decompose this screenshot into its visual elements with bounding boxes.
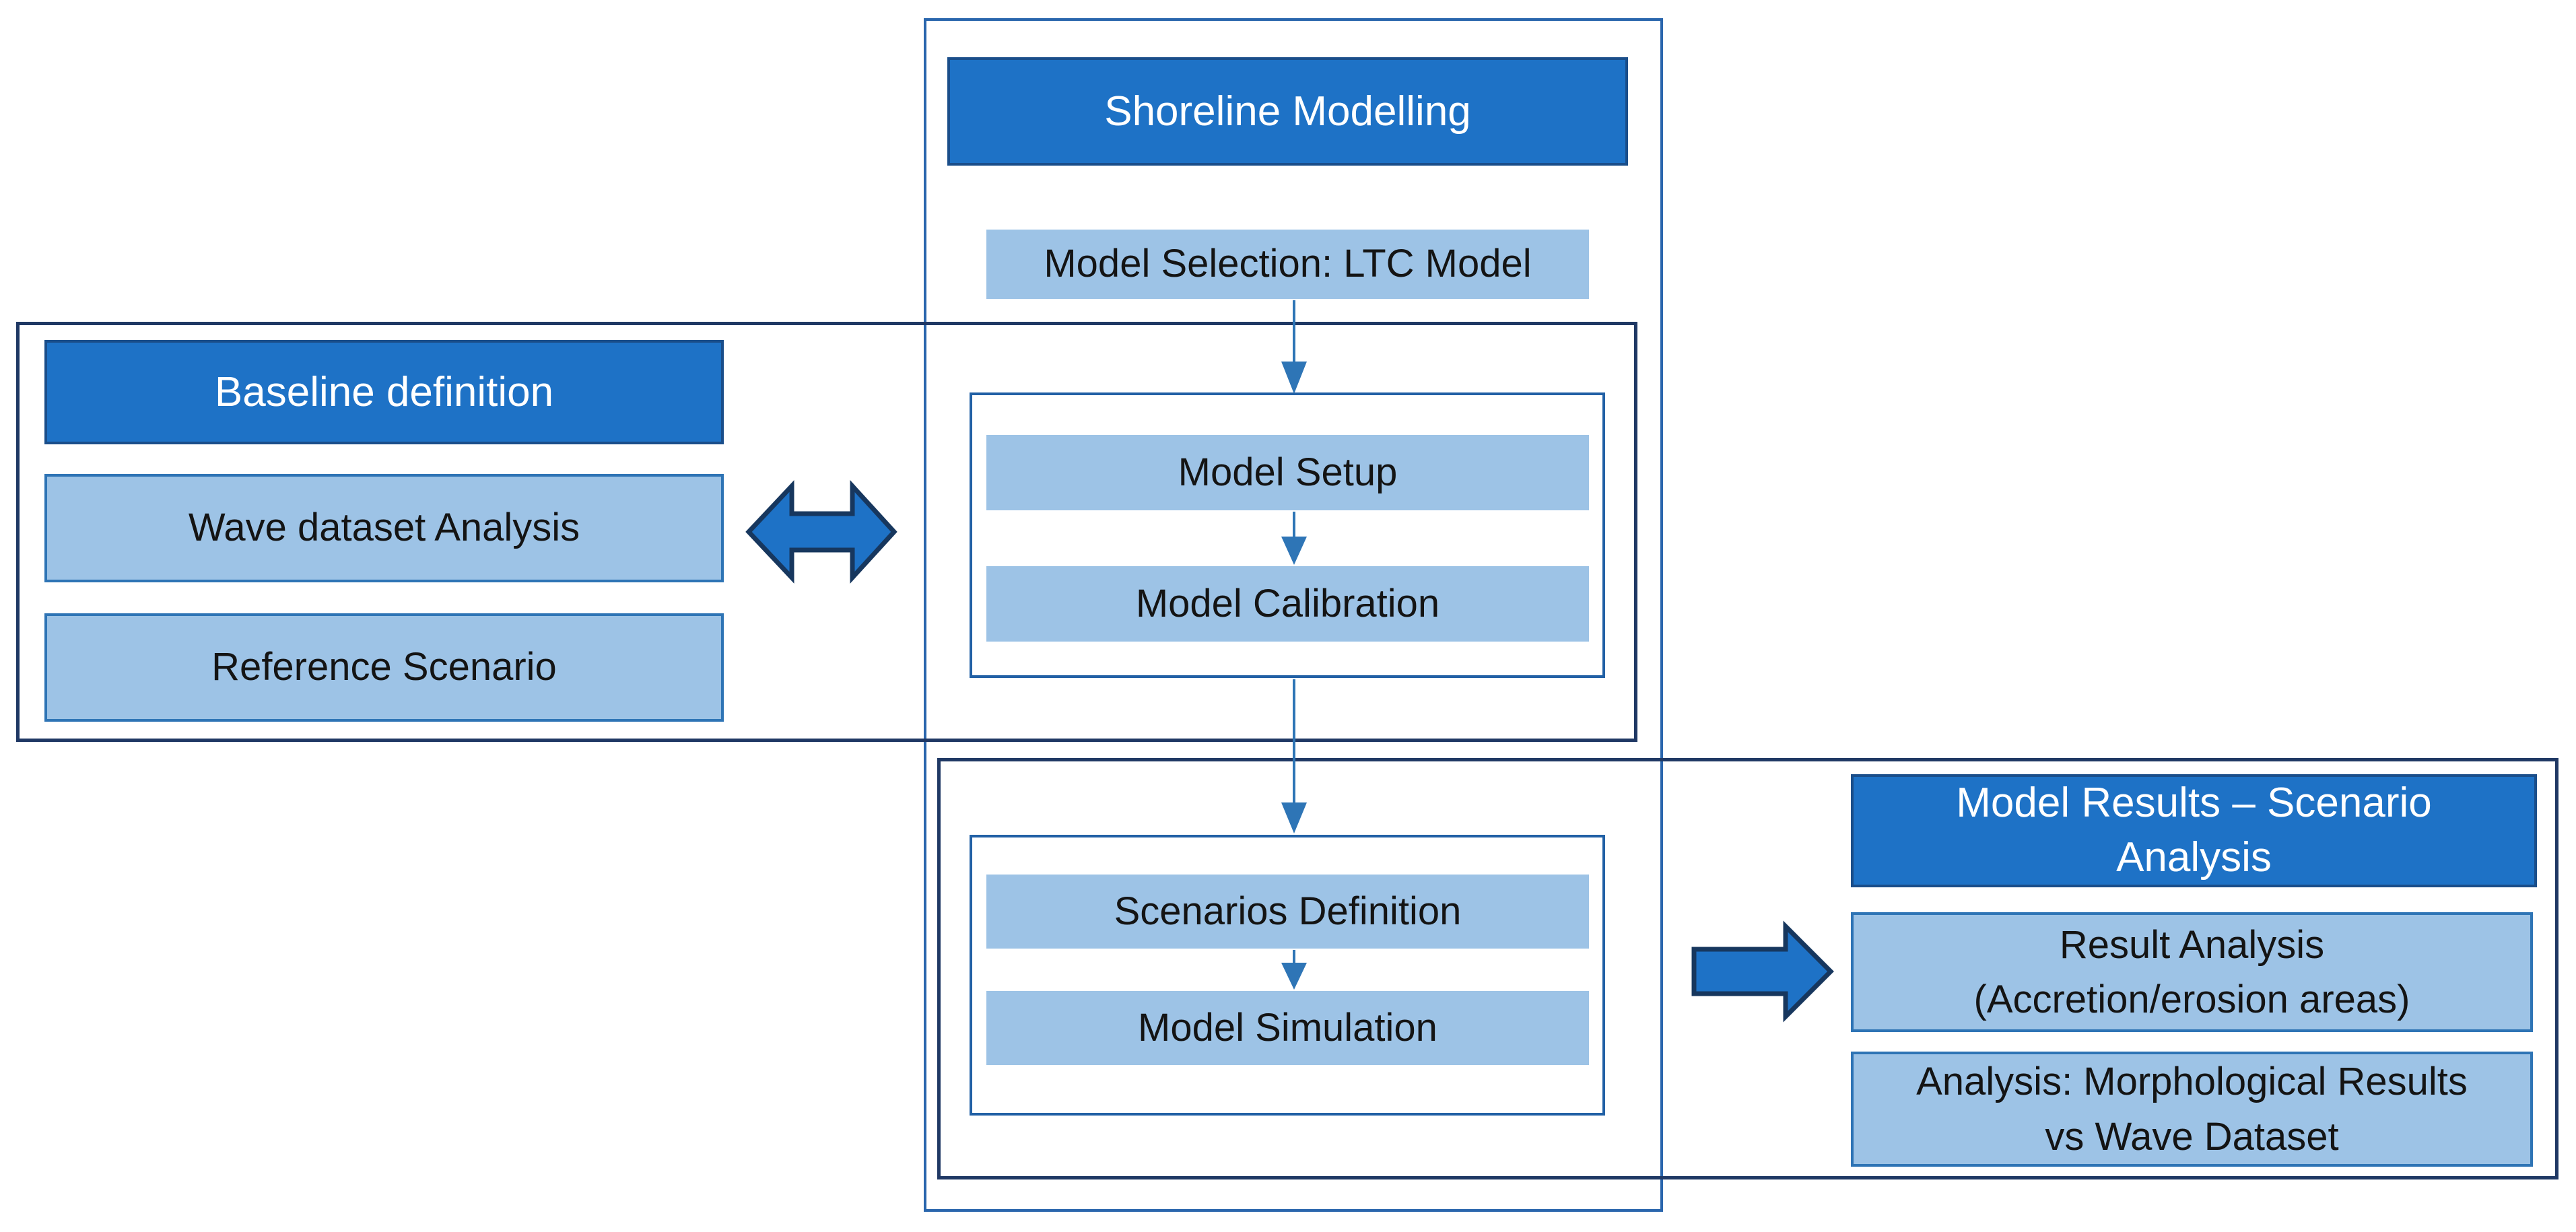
reference-scenario-label: Reference Scenario <box>211 645 557 689</box>
baseline-definition-group-frame <box>16 322 1637 742</box>
wave-dataset-analysis-label: Wave dataset Analysis <box>188 506 580 550</box>
model-simulation-box: Model Simulation <box>986 991 1589 1065</box>
reference-scenario-box: Reference Scenario <box>44 613 724 722</box>
baseline-definition-header: Baseline definition <box>44 340 724 444</box>
result-analysis-line2: (Accretion/erosion areas) <box>1973 978 2410 1021</box>
analysis-morphological-line1: Analysis: Morphological Results <box>1916 1060 2468 1104</box>
model-selection-label: Model Selection: LTC Model <box>1044 242 1532 286</box>
model-results-header-line2: Analysis <box>2116 834 2272 881</box>
scenarios-definition-label: Scenarios Definition <box>1114 889 1462 933</box>
model-calibration-label: Model Calibration <box>1135 581 1440 625</box>
model-setup-box: Model Setup <box>986 435 1589 510</box>
shoreline-modelling-label: Shoreline Modelling <box>1104 88 1471 135</box>
model-simulation-label: Model Simulation <box>1138 1005 1437 1050</box>
model-setup-label: Model Setup <box>1178 450 1398 494</box>
model-results-scenario-analysis-header: Model Results – Scenario Analysis <box>1851 774 2537 887</box>
setup-calibration-frame <box>970 392 1605 678</box>
shoreline-modelling-header: Shoreline Modelling <box>947 57 1628 166</box>
result-analysis-box: Result Analysis (Accretion/erosion areas… <box>1851 912 2533 1032</box>
result-analysis-line1: Result Analysis <box>2059 922 2325 967</box>
analysis-morphological-line2: vs Wave Dataset <box>2045 1114 2339 1159</box>
model-results-header-line1: Model Results – Scenario <box>1956 780 2432 827</box>
wave-dataset-analysis-box: Wave dataset Analysis <box>44 474 724 582</box>
analysis-morphological-box: Analysis: Morphological Results vs Wave … <box>1851 1052 2533 1167</box>
model-selection-box: Model Selection: LTC Model <box>986 230 1589 299</box>
shoreline-modelling-column-frame <box>924 18 1663 1212</box>
baseline-definition-label: Baseline definition <box>214 368 554 415</box>
scenarios-definition-box: Scenarios Definition <box>986 875 1589 949</box>
scenario-results-group-frame <box>937 758 2558 1179</box>
model-calibration-box: Model Calibration <box>986 566 1589 642</box>
scenarios-simulation-frame <box>970 835 1605 1116</box>
